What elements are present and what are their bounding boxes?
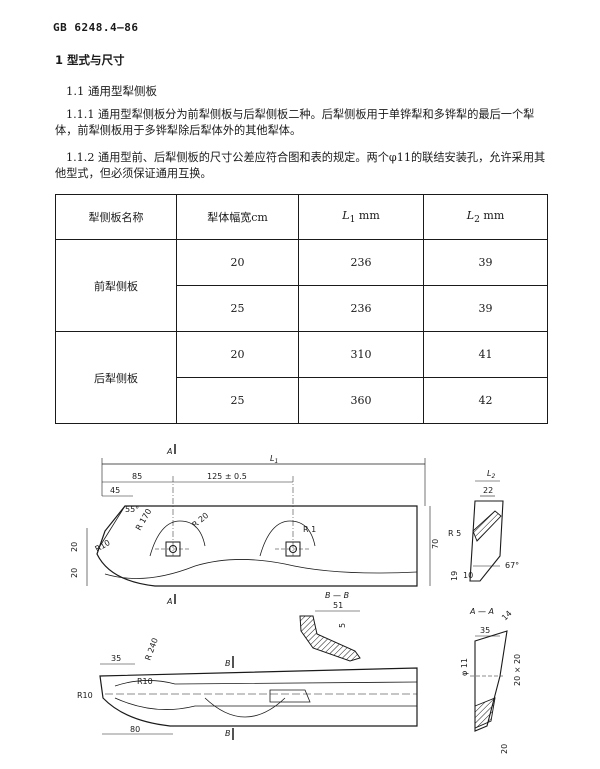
name-front: 前犁侧板 xyxy=(55,239,177,332)
radius-10-bottom: R10 xyxy=(77,691,93,700)
section-label-a-a: A — A xyxy=(469,607,494,616)
dim-l2: L2 xyxy=(487,469,495,480)
cell-l2: 39 xyxy=(423,285,548,332)
dimension-table: 犁侧板名称 犁体幅宽cm L1 mm L2 mm 前犁侧板 20 236 39 … xyxy=(55,194,548,424)
front-view: L1 A A 85 125 ± 0.5 45 55° R 1 70 xyxy=(70,444,440,606)
radius-20: R 20 xyxy=(191,511,211,530)
radius-10-top: R10 xyxy=(94,538,112,554)
paragraph-1-1-1: 1.1.1 通用型犁侧板分为前犁侧板与后犁侧板二种。后犁侧板用于单铧犁和多铧犁的… xyxy=(55,108,535,137)
radius-10-small: R10 xyxy=(137,677,153,686)
cell-l2: 39 xyxy=(423,239,548,286)
section-a-a: A — A 35 14 φ 11 20 × 20 20 xyxy=(460,607,522,754)
radius-1: R 1 xyxy=(303,525,316,534)
table-row: 25 360 42 xyxy=(56,377,548,424)
dim-80: 80 xyxy=(130,725,140,734)
side-view: L2 22 R 5 10 67° 19 xyxy=(448,469,519,582)
cell-width: 20 xyxy=(176,331,299,378)
dim-70: 70 xyxy=(431,539,440,549)
table-row: 前犁侧板 20 236 39 xyxy=(55,239,548,332)
radius-5: R 5 xyxy=(448,529,461,538)
section-mark-b-top: B xyxy=(225,659,231,668)
cell-width: 25 xyxy=(176,377,299,424)
dim-35: 35 xyxy=(111,654,121,663)
cell-l1: 310 xyxy=(298,331,424,378)
subsection-title: 1.1 通用型犁侧板 xyxy=(66,84,157,98)
dim-22: 22 xyxy=(483,486,493,495)
dim-20-upper: 20 xyxy=(70,542,79,552)
dim-5: 5 xyxy=(338,623,347,628)
dim-45: 45 xyxy=(110,486,120,495)
cell-l1: 360 xyxy=(298,377,424,424)
hole-phi-11: φ 11 xyxy=(460,658,469,676)
dim-20x20: 20 × 20 xyxy=(513,654,522,686)
dim-51: 51 xyxy=(333,601,343,610)
header-l1: L1 mm xyxy=(298,194,424,240)
angle-67: 67° xyxy=(505,561,519,570)
dim-20-lower: 20 xyxy=(70,568,79,578)
table-row: 25 236 39 xyxy=(56,285,548,332)
cell-l1: 236 xyxy=(298,239,424,286)
dim-35-section: 35 xyxy=(480,626,490,635)
dim-10: 10 xyxy=(463,571,473,580)
cell-l2: 41 xyxy=(423,331,548,378)
header-l2: L2 mm xyxy=(423,194,548,240)
section-mark-a-top: A xyxy=(166,447,172,456)
dim-14: 14 xyxy=(500,609,514,623)
technical-drawing: L1 A A 85 125 ± 0.5 45 55° R 1 70 xyxy=(70,444,522,754)
section-label-b-b: B — B xyxy=(325,591,349,600)
radius-240: R 240 xyxy=(143,637,159,662)
dim-19: 19 xyxy=(450,571,459,581)
dim-l1: L1 xyxy=(270,454,278,465)
name-rear: 后犁侧板 xyxy=(55,331,177,424)
cell-width: 25 xyxy=(176,285,299,332)
cell-l2: 42 xyxy=(423,377,548,424)
header-width: 犁体幅宽cm xyxy=(176,194,299,240)
section-mark-a-bottom: A xyxy=(166,597,172,606)
section-mark-b-bottom: B xyxy=(225,729,231,738)
table-header-row: 犁侧板名称 犁体幅宽cm L1 mm L2 mm xyxy=(55,194,548,240)
cell-width: 20 xyxy=(176,239,299,286)
plan-view: 35 R 240 B R10 R10 80 B xyxy=(77,637,418,740)
section-b-b: 51 5 xyxy=(299,601,361,662)
document-id: GB 6248.4—86 xyxy=(53,21,139,34)
dim-85: 85 xyxy=(132,472,142,481)
angle-55: 55° xyxy=(125,505,139,514)
header-name: 犁侧板名称 xyxy=(55,194,177,240)
cell-l1: 236 xyxy=(298,285,424,332)
table-row: 后犁侧板 20 310 41 xyxy=(55,331,548,424)
paragraph-1-1-2: 1.1.2 通用型前、后犁侧板的尺寸公差应符合图和表的规定。两个φ11的联结安装… xyxy=(55,151,546,180)
section-title: 1 型式与尺寸 xyxy=(55,53,125,67)
dim-20-tolerance: 20 xyxy=(500,744,509,754)
dim-125: 125 ± 0.5 xyxy=(207,472,247,481)
